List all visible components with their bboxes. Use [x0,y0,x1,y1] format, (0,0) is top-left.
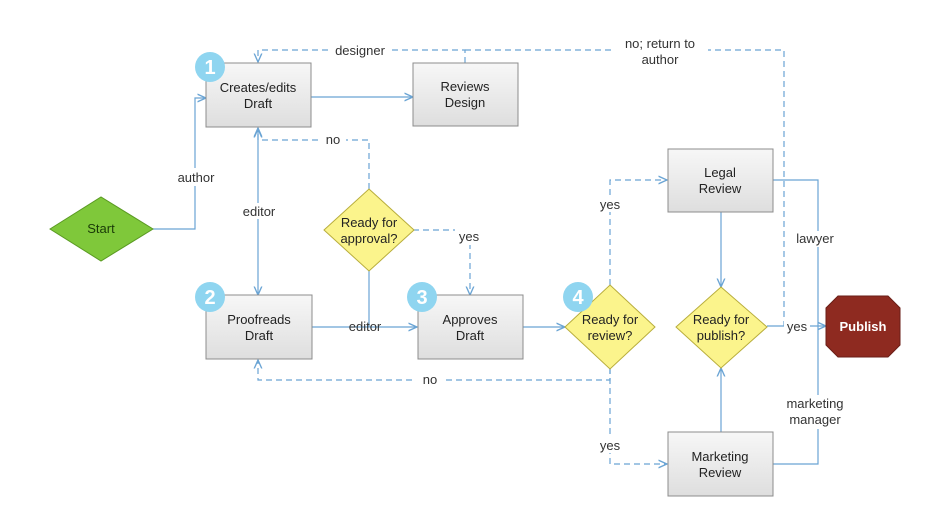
edge-approval-yes [413,229,470,295]
svg-text:2: 2 [204,287,215,309]
svg-text:publish?: publish? [697,328,745,343]
svg-text:review?: review? [588,328,633,343]
ready-for-review-decision: Ready for review? [564,284,656,370]
label-yes-legal: yes [600,197,621,212]
svg-text:Start: Start [87,221,115,236]
label-marketing-manager-line1: marketing [786,396,843,411]
label-designer: designer [335,43,386,58]
svg-text:Review: Review [699,181,742,196]
label-return-to-author-line1: no; return to [625,36,695,51]
edge-return-to-author [465,49,785,326]
edge-start-to-create [153,98,206,230]
creates-edits-draft-box: Creates/edits Draft [205,62,312,128]
proofreads-draft-box: Proofreads Draft [205,294,313,360]
approves-draft-box: Approves Draft [417,294,524,360]
edge-marketing-to-publish [773,326,819,465]
step-badge-1: 1 [195,52,225,82]
svg-text:Ready for: Ready for [341,215,398,230]
step-badge-4: 4 [563,282,593,312]
svg-text:Marketing: Marketing [691,449,748,464]
svg-text:4: 4 [572,287,584,309]
label-marketing-manager-line2: manager [789,412,841,427]
start-node: Start [49,196,154,262]
edge-legal-to-publish [773,179,819,326]
svg-text:1: 1 [204,57,215,79]
marketing-review-box: Marketing Review [667,431,774,497]
ready-for-publish-decision: Ready for publish? [675,286,768,369]
svg-text:Draft: Draft [245,328,274,343]
edge-review-to-marketing [609,368,667,464]
svg-text:Reviews: Reviews [440,79,490,94]
edge-design-to-create [258,49,466,63]
svg-text:Ready for: Ready for [693,312,750,327]
label-yes-publish: yes [787,319,808,334]
svg-text:Proofreads: Proofreads [227,312,291,327]
svg-text:Approves: Approves [443,312,498,327]
svg-text:Creates/edits: Creates/edits [220,80,297,95]
label-no-review: no [423,372,437,387]
label-editor-vertical: editor [243,204,276,219]
svg-text:Ready for: Ready for [582,312,639,327]
step-badge-3: 3 [407,282,437,312]
svg-text:Design: Design [445,95,485,110]
svg-text:3: 3 [416,287,427,309]
edge-review-to-legal [609,180,667,285]
label-lawyer: lawyer [796,231,834,246]
label-no-approval: no [326,132,340,147]
label-author: author [178,170,216,185]
step-badge-2: 2 [195,282,225,312]
label-yes-marketing: yes [600,438,621,453]
publish-node: Publish [825,295,901,358]
edge-approval-no [258,129,370,189]
ready-for-approval-decision: Ready for approval? [323,188,415,272]
svg-text:Legal: Legal [704,165,736,180]
svg-text:Publish: Publish [840,319,887,334]
legal-review-box: Legal Review [667,148,774,213]
svg-text:approval?: approval? [340,231,397,246]
svg-text:Draft: Draft [244,96,273,111]
svg-text:Draft: Draft [456,328,485,343]
label-return-to-author-line2: author [642,52,680,67]
reviews-design-box: Reviews Design [412,62,519,127]
svg-text:Review: Review [699,465,742,480]
label-yes-approval: yes [459,229,480,244]
label-editor-horizontal: editor [349,319,382,334]
